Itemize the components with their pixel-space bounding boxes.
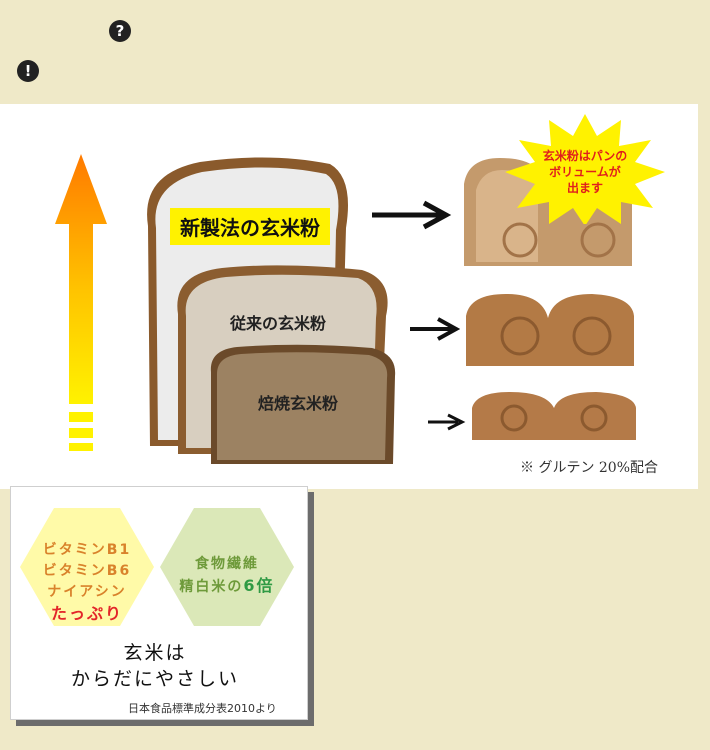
bread-comparison-panel: 新製法の玄米粉 従来の玄米粉 焙焼玄米粉 玄米粉はパンの ボリュームが 出ます xyxy=(0,104,698,489)
vitamin-list: ビタミンB1 ビタミンB6 ナイアシン たっぷり xyxy=(20,540,154,624)
hexagon-vitamins xyxy=(20,508,154,626)
loaf-medium xyxy=(466,294,634,366)
arrow-right-icon xyxy=(372,200,452,230)
six-times-emphasis: 6倍 xyxy=(243,576,275,595)
alert-icon[interactable]: ! xyxy=(17,60,39,82)
starburst-text: 玄米粉はパンの ボリュームが 出ます xyxy=(542,149,628,195)
label-roasted: 焙焼玄米粉 xyxy=(258,394,339,413)
label-new-method: 新製法の玄米粉 xyxy=(170,208,330,245)
up-arrow-icon xyxy=(55,154,107,451)
starburst-callout xyxy=(505,114,665,224)
loaf-short xyxy=(472,392,636,440)
hexagon-fiber xyxy=(160,508,294,626)
gluten-note: ※ グルテン 20%配合 xyxy=(520,460,659,476)
source-citation: 日本食品標準成分表2010より xyxy=(128,702,277,715)
fiber-info: 食物繊維 精白米の6倍 xyxy=(179,556,275,595)
arrow-right-icon xyxy=(428,413,466,431)
help-icon[interactable]: ? xyxy=(109,20,131,42)
brown-rice-message: 玄米は からだにやさしい xyxy=(70,642,239,690)
bread-slice-roasted xyxy=(210,344,396,464)
plenty-emphasis: たっぷり xyxy=(50,604,123,623)
label-conventional: 従来の玄米粉 xyxy=(230,314,327,333)
arrow-right-icon xyxy=(410,317,460,341)
